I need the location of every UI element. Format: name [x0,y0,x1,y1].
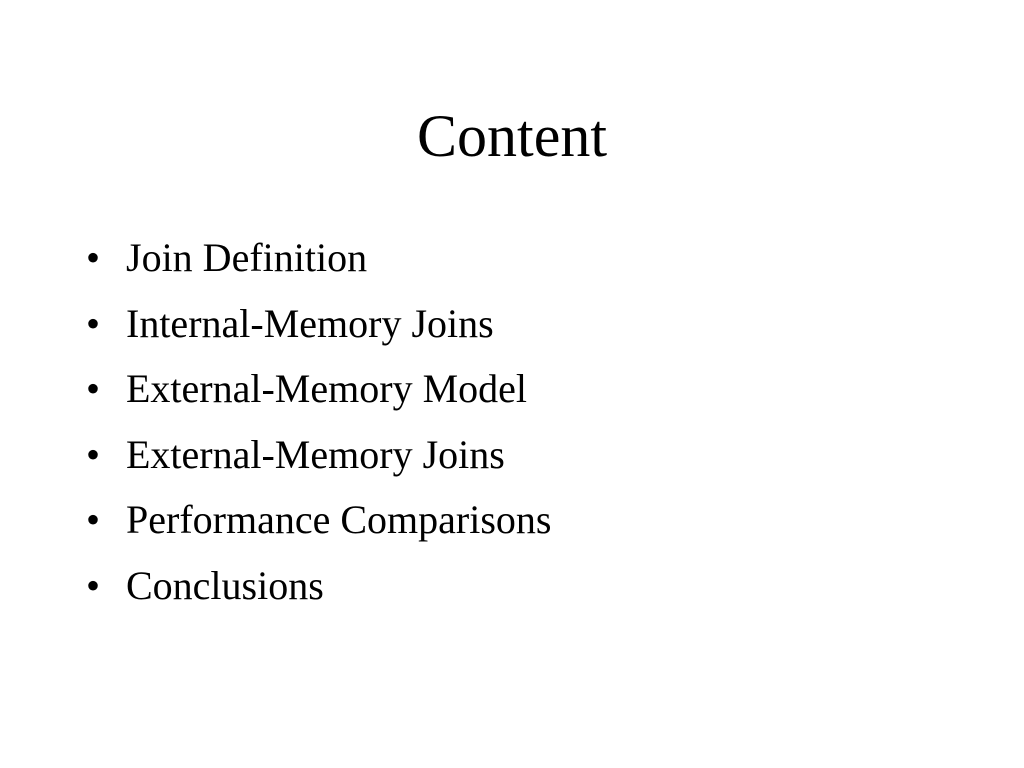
slide-title: Content [417,103,607,169]
bullet-icon: • [86,235,101,280]
list-item-text: Internal-Memory Joins [126,300,494,346]
list-item-text: External-Memory Joins [126,431,505,477]
bullet-icon: • [86,497,101,542]
list-item: • External-Memory Model [86,361,551,427]
list-item-text: External-Memory Model [126,366,527,411]
list-item: • Internal-Memory Joins [86,296,551,362]
list-item-text: Conclusions [126,562,324,608]
bullet-list: • Join Definition • Internal-Memory Join… [86,230,551,623]
bullet-icon: • [86,431,101,477]
list-item: • Conclusions [86,558,551,624]
list-item-text: Performance Comparisons [126,497,552,542]
list-item: • Performance Comparisons [86,492,551,558]
bullet-icon: • [86,300,101,346]
bullet-icon: • [86,562,101,608]
list-item-text: Join Definition [126,235,368,280]
bullet-icon: • [86,366,101,411]
list-item: • External-Memory Joins [86,427,551,493]
list-item: • Join Definition [86,230,551,296]
